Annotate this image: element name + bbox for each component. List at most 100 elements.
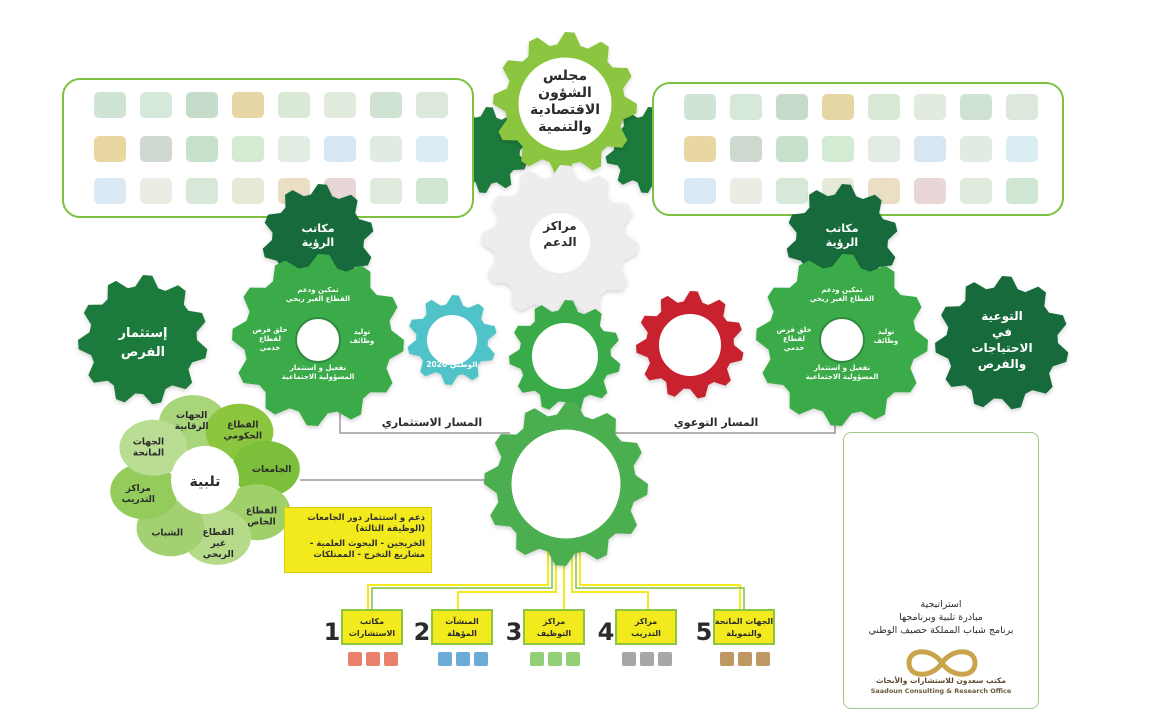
output-icon — [738, 652, 752, 666]
vision-offices-right-line2: الرؤية — [826, 236, 858, 249]
hex_cluster_right-top-label: القطاع الغير ربحي — [810, 295, 874, 303]
flower-petal-label: التدريب — [122, 495, 155, 505]
ministry-logo — [960, 136, 992, 162]
ministry-logo — [730, 178, 762, 204]
ministry-logo — [370, 178, 402, 204]
flower-petal-label: الربحي — [203, 550, 234, 560]
prog-quality-line2: الحياة — [679, 362, 700, 371]
ministry-logo — [730, 94, 762, 120]
ministry-logo — [370, 136, 402, 162]
logo-panel-right — [652, 82, 1064, 216]
office-name-ar: مكتب سعدون للاستشارات والأبحاث — [875, 676, 1007, 685]
flower-petal — [110, 463, 179, 520]
hex_cluster_left-right-label: وظائف — [350, 337, 375, 345]
hex-cluster-right-gear-center — [819, 317, 865, 363]
ministry-logo — [684, 136, 716, 162]
vision-offices-right-text: مكاتب الرؤية — [825, 222, 858, 249]
ministry-logo — [914, 94, 946, 120]
hex_cluster_left-left-label: خدمي — [260, 344, 281, 352]
awareness-path-label: المسار التوعوي — [674, 416, 759, 429]
output-box — [431, 609, 493, 645]
logo-row — [94, 92, 448, 118]
strategy-line1: استراتيجية — [920, 599, 962, 610]
output-icon — [548, 652, 562, 666]
callout-line2: (الوظيفة الثالثة) — [355, 524, 426, 534]
infinity-logo — [906, 649, 978, 677]
output-box — [615, 609, 677, 645]
ministry-logo — [278, 136, 310, 162]
output-label: مراكز — [542, 617, 565, 626]
logo-row — [684, 136, 1038, 162]
ministry-logo — [94, 136, 126, 162]
ministry-logo — [186, 178, 218, 204]
invest-opportunities-text: إستثمار الفرص — [118, 326, 168, 360]
output-icon — [566, 652, 580, 666]
universities-callout: دعم و استثمار دور الجامعات (الوظيفة الثا… — [285, 508, 431, 572]
ministry-logo — [822, 94, 854, 120]
council-title-line1: مجلس — [543, 68, 587, 84]
logo-row — [94, 136, 448, 162]
hex_cluster_right-right-label: توليد — [878, 328, 895, 336]
strategy-text: استراتيجية مبادرة تلبية وبرنامجها برنامج… — [852, 598, 1030, 637]
prog-transformation-line3: الوطني 2020 — [426, 360, 477, 369]
flower-petal-label: القطاع — [227, 420, 258, 430]
ministry-logo — [140, 136, 172, 162]
output-box — [713, 609, 775, 645]
ministry-logo — [914, 136, 946, 162]
council-gear-text: مجلس الشؤون الاقتصادية والتنمية — [530, 68, 600, 135]
ministry-logo — [822, 136, 854, 162]
awareness-line2: في — [992, 325, 1012, 339]
ministry-logo — [370, 92, 402, 118]
ministry-logo — [278, 92, 310, 118]
invest-line2: الفرص — [121, 345, 165, 360]
output-box — [523, 609, 585, 645]
ministry-logo — [416, 178, 448, 204]
program-human-text: برنامج تنمية القدرات البشرية — [535, 343, 595, 372]
ministry-logo — [776, 94, 808, 120]
program-transformation-gear-center — [425, 313, 479, 367]
flower-petal — [231, 440, 300, 497]
program-human-gear-center — [530, 321, 600, 391]
output-number: 3 — [506, 618, 523, 646]
hex_cluster_left-bottom-label: المسؤولية الاجتماعية — [282, 373, 354, 381]
office-text: مكتب سعدون للاستشارات والأبحاث Saadoun C… — [852, 676, 1030, 696]
awareness-needs-gear — [935, 276, 1069, 410]
output-label: مراكز — [634, 617, 657, 626]
flower-petal-label: المانحة — [133, 449, 164, 459]
prog-human-line3: القدرات البشرية — [535, 363, 595, 372]
ministry-logo — [730, 136, 762, 162]
flower-petal — [119, 419, 188, 476]
output-icon — [384, 652, 398, 666]
output-icon — [366, 652, 380, 666]
hex_cluster_right-top-label: تمكين ودعم — [821, 286, 863, 294]
output-number: 2 — [414, 618, 431, 646]
ministry-logo — [186, 136, 218, 162]
hex_cluster_right-bottom-label: المسؤولية الاجتماعية — [806, 373, 878, 381]
strategy-line2: مبادرة تلبية وبرنامجها — [899, 612, 983, 623]
vision-offices-left-line1: مكاتب — [301, 222, 334, 235]
strategy-card: استراتيجية مبادرة تلبية وبرنامجها برنامج… — [843, 432, 1039, 709]
ministry-logo — [1006, 94, 1038, 120]
output-label: والتمويلة — [726, 629, 762, 638]
support-centers-line1: مراكز — [542, 219, 576, 233]
output-icon — [474, 652, 488, 666]
hex_cluster_left-left-label: لقطاع — [259, 335, 281, 343]
output-icon — [348, 652, 362, 666]
ministry-logo — [914, 178, 946, 204]
support-centers-text: مراكز الدعم — [542, 219, 576, 249]
callout-line1: دعم و استثمار دور الجامعات — [307, 513, 425, 523]
program-transformation-text: برنامج التحول الوطني 2020 — [426, 340, 477, 369]
output-icon — [756, 652, 770, 666]
output-icon — [658, 652, 672, 666]
hex_cluster_left-left-label: خلق فرص — [252, 326, 287, 334]
strategy-line3: برنامج شباب المملكة حصيف الوطني — [868, 625, 1014, 636]
flower-petal-label: القطاع — [203, 528, 234, 538]
prog-transformation-line1: برنامج — [440, 340, 463, 349]
hex_cluster_right-left-label: خلق فرص — [776, 326, 811, 334]
callout-line4: مشاريع التخرج - الممتلكات — [313, 550, 425, 560]
